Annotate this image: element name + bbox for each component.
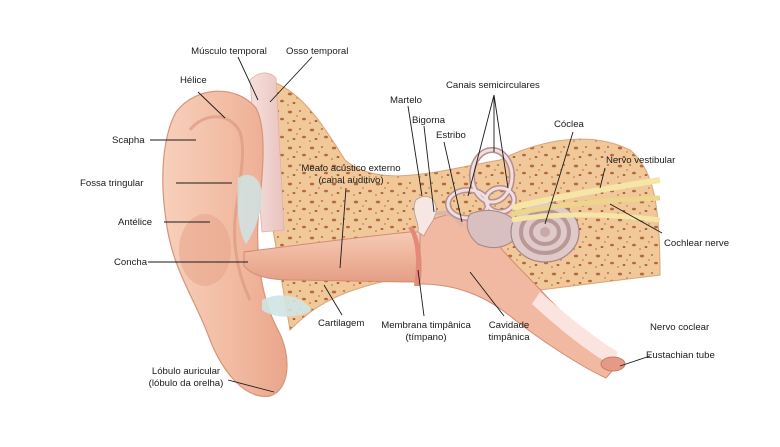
label-lobulo: Lóbulo auricular (lóbulo da orelha) (138, 366, 234, 390)
label-membrana-line2: (tímpano) (405, 332, 447, 343)
label-canais-semicirculares: Canais semicirculares (446, 80, 540, 91)
cartilage-shape (237, 174, 262, 244)
ossicles (413, 196, 437, 237)
label-musculo-temporal: Músculo temporal (191, 46, 267, 57)
label-meato: Meato acústico externo (canal auditivo) (296, 163, 406, 187)
ear-canal (243, 231, 421, 283)
label-nervo-coclear: Nervo coclear (650, 322, 710, 333)
nerve-bundle (511, 177, 661, 223)
eustachian-tube (532, 292, 618, 366)
label-coclea: Cóclea (554, 119, 584, 130)
label-cochlear-nerve: Cochlear nerve (664, 238, 730, 249)
label-helice: Hélice (180, 75, 207, 86)
label-meato-line1: Meato acústico externo (301, 163, 401, 174)
label-nervo-vestibular: Nervo vestibular (606, 155, 676, 166)
vestibule (466, 210, 521, 248)
label-antelice: Antélice (118, 217, 153, 228)
label-eustachian-tube: Eustachian tube (646, 350, 715, 361)
label-osso-temporal: Osso temporal (286, 46, 349, 57)
label-cavidade-timpanica: Cavidade timpânica (480, 320, 538, 344)
label-membrana-line1: Membrana timpânica (381, 320, 471, 331)
temporal-bone (267, 79, 661, 332)
label-cavidade-line2: timpânica (488, 332, 530, 343)
label-martelo: Martelo (390, 95, 422, 106)
label-membrana-timpanica: Membrana timpânica (tímpano) (370, 320, 482, 344)
label-scapha: Scapha (112, 135, 145, 146)
label-bigorna: Bigorna (412, 115, 446, 126)
label-cavidade-line1: Cavidade (488, 320, 530, 331)
label-meato-line2: (canal auditivo) (318, 175, 384, 186)
label-cartilagem: Cartilagem (318, 318, 365, 329)
label-estribo: Estribo (436, 130, 466, 141)
label-lobulo-line2: (lóbulo da orelha) (148, 378, 224, 389)
label-concha: Concha (114, 257, 148, 268)
label-lobulo-line1: Lóbulo auricular (151, 366, 221, 377)
leader-lines (148, 56, 663, 393)
label-fossa-tringular: Fossa tringular (80, 178, 144, 189)
